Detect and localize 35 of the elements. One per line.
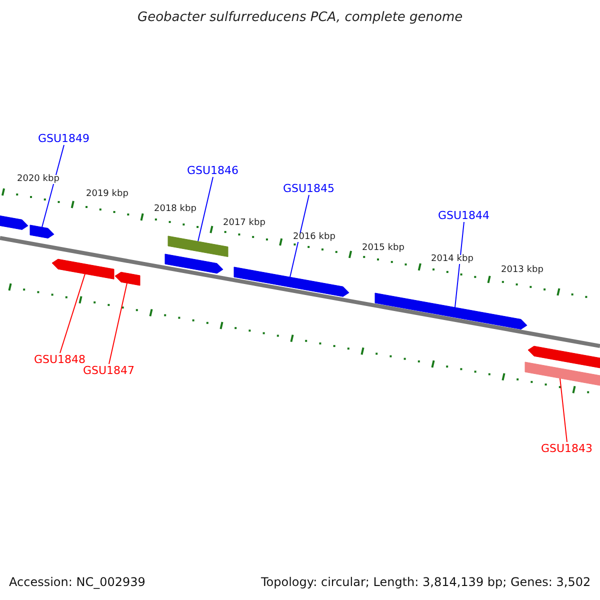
gene-label: GSU1849	[38, 133, 90, 144]
leader-line	[198, 176, 214, 242]
gene-label: GSU1847	[83, 365, 135, 376]
footer-text: Topology: circular; Length: 3,814,139 bp; Genes: 3,502	[261, 576, 591, 588]
leader-line	[454, 222, 464, 308]
scale-label: 2014 kbp	[431, 255, 474, 264]
gene-label: GSU1848	[34, 354, 86, 365]
leader-line	[60, 273, 86, 354]
scale-label: 2013 kbp	[501, 266, 544, 275]
gene-feature	[165, 253, 223, 276]
leader-line	[290, 194, 310, 278]
scale-label: 2017 kbp	[223, 219, 266, 228]
gene-feature	[234, 266, 349, 299]
leader-line	[108, 282, 128, 364]
footer-text: Accession: NC_002939	[9, 576, 146, 588]
title: Geobacter sulfurreducens PCA, complete genome	[138, 11, 463, 24]
gene-label: GSU1845	[283, 183, 335, 194]
gene-feature	[115, 270, 140, 286]
gene-feature	[0, 214, 28, 232]
scale-label: 2019 kbp	[86, 190, 128, 199]
gene-label: GSU1843	[541, 443, 593, 454]
gene-label: GSU1846	[187, 165, 239, 176]
leader-line	[42, 144, 64, 228]
gene-label: GSU1844	[438, 210, 490, 221]
gene-feature	[30, 224, 54, 240]
scale-label: 2020 kbp	[17, 175, 60, 184]
gene-feature	[52, 257, 114, 280]
gene-feature	[375, 292, 527, 332]
gene-feature	[168, 235, 228, 258]
gene-feature	[528, 344, 600, 370]
scale-label: 2016 kbp	[293, 233, 336, 242]
scale-label: 2018 kbp	[154, 205, 196, 214]
gene-feature	[525, 361, 600, 388]
leader-line	[560, 378, 568, 442]
scale-label: 2015 kbp	[362, 244, 404, 253]
